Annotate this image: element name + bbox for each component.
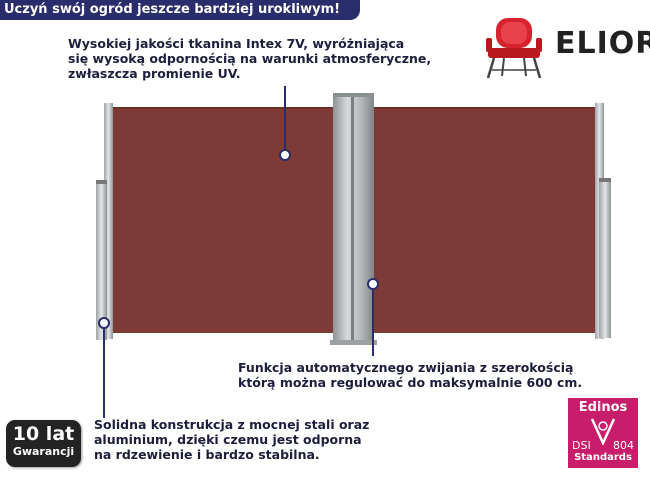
construction-feature-text: Solidna konstrukcja z mocnej stali oraz … [94,417,370,462]
warranty-label: Gwarancji [12,445,75,458]
edinos-certificate-badge: Edinos DSI 804 Standards [568,398,638,468]
right-fabric-panel [372,107,595,333]
certificate-name: Edinos [578,400,628,415]
construction-pointer-dot [98,317,110,329]
certificate-number: 804 [613,439,634,452]
certificate-dsi: DSI [572,439,591,452]
left-post [104,103,113,339]
warranty-years: 10 lat [12,423,75,445]
brand-name: ELIOR [555,26,650,61]
fabric-feature-text: Wysokiej jakości tkanina Intex 7V, wyróż… [68,36,432,81]
warranty-badge: 10 lat Gwarancji [6,420,81,467]
certificate-standard: Standards [574,452,632,463]
right-stand [599,178,611,338]
chair-icon [486,18,542,79]
left-fabric-panel [113,107,336,333]
mechanism-pointer-dot [367,278,379,290]
brand-logo [486,18,542,79]
left-stand [96,180,107,340]
promo-banner: Uczyń swój ogród jeszcze bardziej urokli… [0,0,360,20]
mechanism-feature-text: Funkcja automatycznego zwijania z szerok… [238,360,583,390]
check-mark-icon [590,418,616,445]
fabric-pointer-dot [279,149,291,161]
